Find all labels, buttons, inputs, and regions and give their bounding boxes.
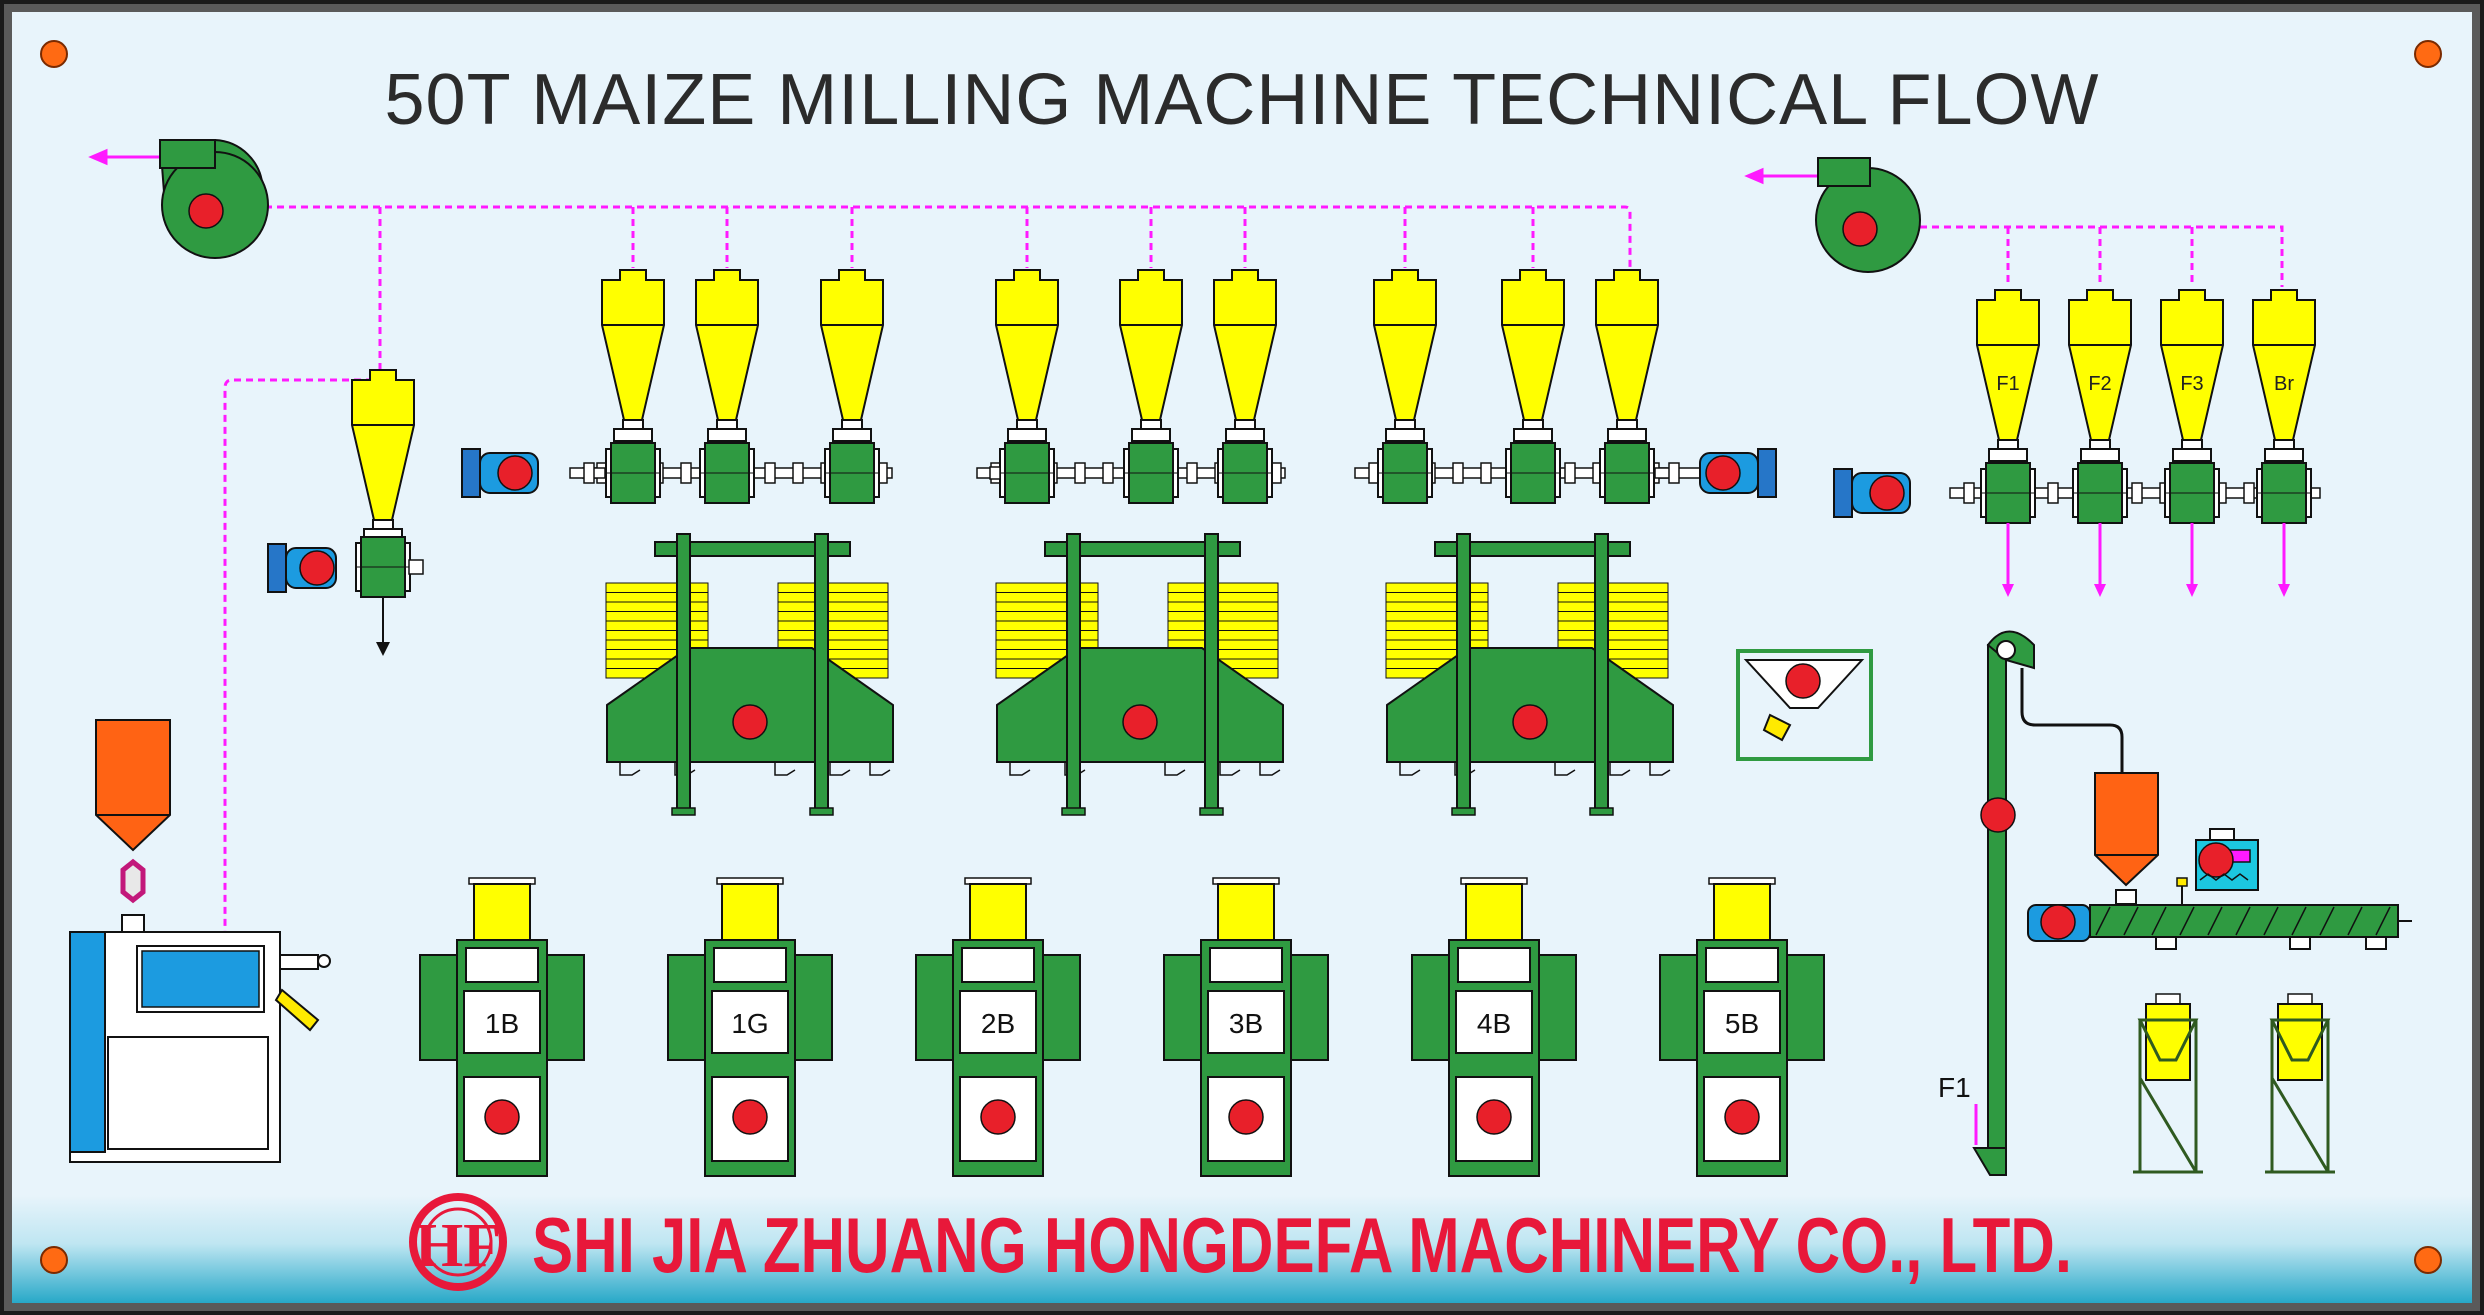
mill-label: 4B: [1477, 1008, 1511, 1039]
mill-label: 3B: [1229, 1008, 1263, 1039]
roller-mill: 3B: [1163, 877, 1329, 1177]
airlock-valve: [2164, 462, 2220, 524]
cyclone-label: F2: [2088, 373, 2111, 395]
cyclone-label: Br: [2274, 373, 2294, 395]
outlet-f1-label: F1: [1938, 1072, 1971, 1103]
packing-hopper: [2094, 772, 2159, 905]
airlock-conveyors: [267, 442, 2321, 656]
airlock-valve: [1123, 442, 1179, 504]
airlock-valve: [605, 442, 661, 504]
airlock-valve: [824, 442, 880, 504]
airlock-valve: [2256, 462, 2312, 524]
gear-motor: [1699, 448, 1777, 498]
dosing-unit: [2176, 828, 2259, 905]
airlock-valve: [2072, 462, 2128, 524]
cyclone: [995, 269, 1059, 442]
bran-finisher: [1736, 649, 1873, 761]
airlock-valve: [1980, 462, 2036, 524]
company-name: SHI JIA ZHUANG HONGDEFA MACHINERY CO., L…: [532, 1201, 2072, 1289]
cyclone: [1595, 269, 1659, 442]
cyclone: F1: [1976, 289, 2040, 462]
packing-scale: [2133, 993, 2203, 1174]
cyclone-label: F1: [1996, 373, 2019, 395]
exhaust-arrows: [88, 148, 1826, 185]
corner-rivets: [40, 40, 2442, 1274]
drive-shaft: [569, 462, 606, 484]
roller-mills: 1B 1G 2B 3B 4B 5B: [419, 877, 1825, 1177]
diagram-title: 50T MAIZE MILLING MACHINE TECHNICAL FLOW: [385, 60, 2100, 140]
plansifter: [1385, 533, 1674, 816]
cyclone: [820, 269, 884, 442]
packing-scale: [2265, 993, 2335, 1174]
mill-label: 1G: [731, 1008, 768, 1039]
mill-label: 5B: [1725, 1008, 1759, 1039]
gear-motor: [267, 543, 337, 593]
airlock-valve: [1217, 442, 1273, 504]
air-pipes: [223, 205, 2284, 1082]
cyclone: F3: [2160, 289, 2224, 462]
airlock-valve: [1599, 442, 1655, 504]
bucket-elevator: [1972, 630, 2124, 1176]
cyclone: Br: [2252, 289, 2316, 462]
fan-left: [158, 139, 269, 259]
gear-motor: [461, 448, 539, 498]
cyclone: [1119, 269, 1183, 442]
roller-mill: 4B: [1411, 877, 1577, 1177]
cyclone: [601, 269, 665, 442]
cyclone-label: F3: [2180, 373, 2203, 395]
cyclone: [695, 269, 759, 442]
airlock-valve: [355, 536, 411, 598]
screw-conveyor: [2027, 904, 2412, 950]
plansifters: [605, 533, 1674, 816]
airlock-valve: [1505, 442, 1561, 504]
outlet-f1: F1: [1938, 1072, 1978, 1145]
cleaning-machine: [69, 719, 331, 1163]
roller-mill: 1B: [419, 877, 585, 1177]
gear-motor: [1833, 468, 1911, 518]
cyclone: [1213, 269, 1277, 442]
fan-right: [1815, 157, 1921, 273]
mill-label: 2B: [981, 1008, 1015, 1039]
plansifter: [605, 533, 894, 816]
roller-mill: 2B: [915, 877, 1081, 1177]
airlock-valve: [699, 442, 755, 504]
logo-letters: HF: [415, 1212, 501, 1280]
airlock-valve: [1377, 442, 1433, 504]
roller-mill: 5B: [1659, 877, 1825, 1177]
airlock-valve: [999, 442, 1055, 504]
mill-label: 1B: [485, 1008, 519, 1039]
cyclone: [1373, 269, 1437, 442]
company-logo: HF: [409, 1193, 507, 1291]
plansifter: [995, 533, 1284, 816]
roller-mill: 1G: [667, 877, 833, 1177]
cyclone: [1501, 269, 1565, 442]
cyclone: F2: [2068, 289, 2132, 462]
cyclone-collectors: F1 F2 F3 Br: [351, 269, 2316, 542]
packing-scales: [2133, 993, 2335, 1174]
